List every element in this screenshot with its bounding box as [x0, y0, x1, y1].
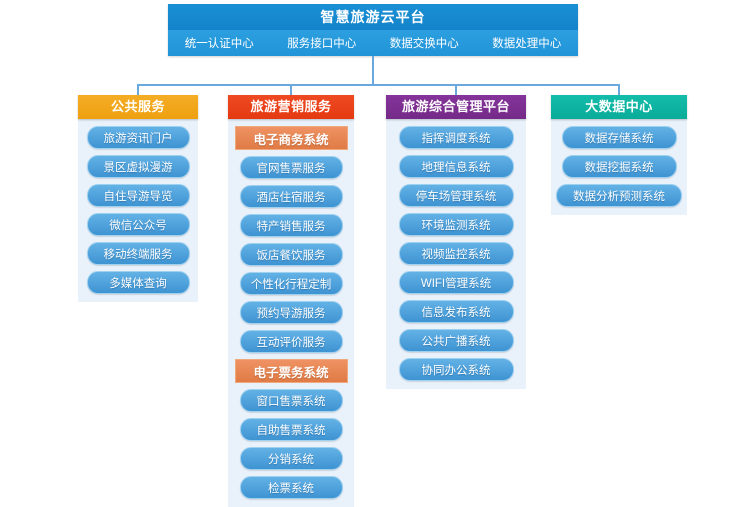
connector-drop-public [137, 84, 139, 96]
node-manage-2[interactable]: 停车场管理系统 [398, 184, 514, 207]
node-public-2[interactable]: 自住导游导览 [86, 184, 190, 207]
node-manage-4[interactable]: 视频监控系统 [398, 242, 514, 265]
node-bigdata-1[interactable]: 数据挖掘系统 [561, 155, 677, 178]
node-manage-3[interactable]: 环境监测系统 [398, 213, 514, 236]
column-bigdata-center: 大数据中心 数据存储系统 数据挖掘系统 数据分析预测系统 [551, 95, 687, 215]
connector-drop-bigdata [618, 84, 620, 96]
node-public-1[interactable]: 景区虚拟漫游 [86, 155, 190, 178]
node-market-12[interactable]: 检票系统 [239, 476, 343, 499]
platform-center-3: 数据处理中心 [492, 38, 562, 50]
connector-bus-horizontal [137, 84, 619, 86]
node-market-3[interactable]: 特产销售服务 [239, 214, 343, 237]
node-public-0[interactable]: 旅游资讯门户 [86, 126, 190, 149]
column-integrated-management: 旅游综合管理平台 指挥调度系统 地理信息系统 停车场管理系统 环境监测系统 视频… [386, 95, 526, 389]
platform-block: 智慧旅游云平台 统一认证中心 服务接口中心 数据交换中心 数据处理中心 [168, 4, 578, 56]
column-body-public-service: 旅游资讯门户 景区虚拟漫游 自住导游导览 微信公众号 移动终端服务 多媒体查询 [78, 119, 198, 302]
group-header-ecommerce: 电子商务系统 [234, 126, 348, 150]
node-public-3[interactable]: 微信公众号 [86, 213, 190, 236]
node-market-4[interactable]: 饭店餐饮服务 [239, 243, 343, 266]
node-market-2[interactable]: 酒店住宿服务 [239, 185, 343, 208]
node-market-5[interactable]: 个性化行程定制 [239, 272, 343, 295]
node-manage-1[interactable]: 地理信息系统 [398, 155, 514, 178]
node-market-11[interactable]: 分销系统 [239, 447, 343, 470]
node-market-6[interactable]: 预约导游服务 [239, 301, 343, 324]
node-public-4[interactable]: 移动终端服务 [86, 242, 190, 265]
column-header-tourism-marketing: 旅游营销服务 [228, 95, 354, 119]
node-market-9[interactable]: 窗口售票系统 [239, 389, 343, 412]
diagram-canvas: 智慧旅游云平台 统一认证中心 服务接口中心 数据交换中心 数据处理中心 公共服务… [78, 4, 687, 507]
platform-center-2: 数据交换中心 [389, 38, 459, 50]
node-manage-8[interactable]: 协同办公系统 [398, 358, 514, 381]
platform-center-0: 统一认证中心 [184, 38, 254, 50]
node-manage-5[interactable]: WIFI管理系统 [398, 271, 514, 294]
node-market-7[interactable]: 互动评价服务 [239, 330, 343, 353]
node-market-1[interactable]: 官网售票服务 [239, 156, 343, 179]
column-body-bigdata-center: 数据存储系统 数据挖掘系统 数据分析预测系统 [551, 119, 687, 215]
column-body-tourism-marketing: 电子商务系统 官网售票服务 酒店住宿服务 特产销售服务 饭店餐饮服务 个性化行程… [228, 119, 354, 507]
connector-drop-market [290, 84, 292, 96]
platform-center-bar: 统一认证中心 服务接口中心 数据交换中心 数据处理中心 [168, 30, 578, 56]
column-tourism-marketing: 旅游营销服务 电子商务系统 官网售票服务 酒店住宿服务 特产销售服务 饭店餐饮服… [228, 95, 354, 507]
column-body-integrated-management: 指挥调度系统 地理信息系统 停车场管理系统 环境监测系统 视频监控系统 WIFI… [386, 119, 526, 389]
column-public-service: 公共服务 旅游资讯门户 景区虚拟漫游 自住导游导览 微信公众号 移动终端服务 多… [78, 95, 198, 302]
column-header-integrated-management: 旅游综合管理平台 [386, 95, 526, 119]
group-header-eticketing: 电子票务系统 [234, 359, 348, 383]
column-header-bigdata-center: 大数据中心 [551, 95, 687, 119]
connector-drop-manage [455, 84, 457, 96]
node-market-10[interactable]: 自助售票系统 [239, 418, 343, 441]
node-bigdata-2[interactable]: 数据分析预测系统 [556, 184, 682, 207]
node-manage-6[interactable]: 信息发布系统 [398, 300, 514, 323]
platform-center-1: 服务接口中心 [287, 38, 357, 50]
node-bigdata-0[interactable]: 数据存储系统 [561, 126, 677, 149]
connector-trunk-vertical [372, 56, 374, 84]
node-public-5[interactable]: 多媒体查询 [86, 271, 190, 294]
platform-title: 智慧旅游云平台 [168, 4, 578, 30]
node-manage-7[interactable]: 公共广播系统 [398, 329, 514, 352]
node-manage-0[interactable]: 指挥调度系统 [398, 126, 514, 149]
column-header-public-service: 公共服务 [78, 95, 198, 119]
